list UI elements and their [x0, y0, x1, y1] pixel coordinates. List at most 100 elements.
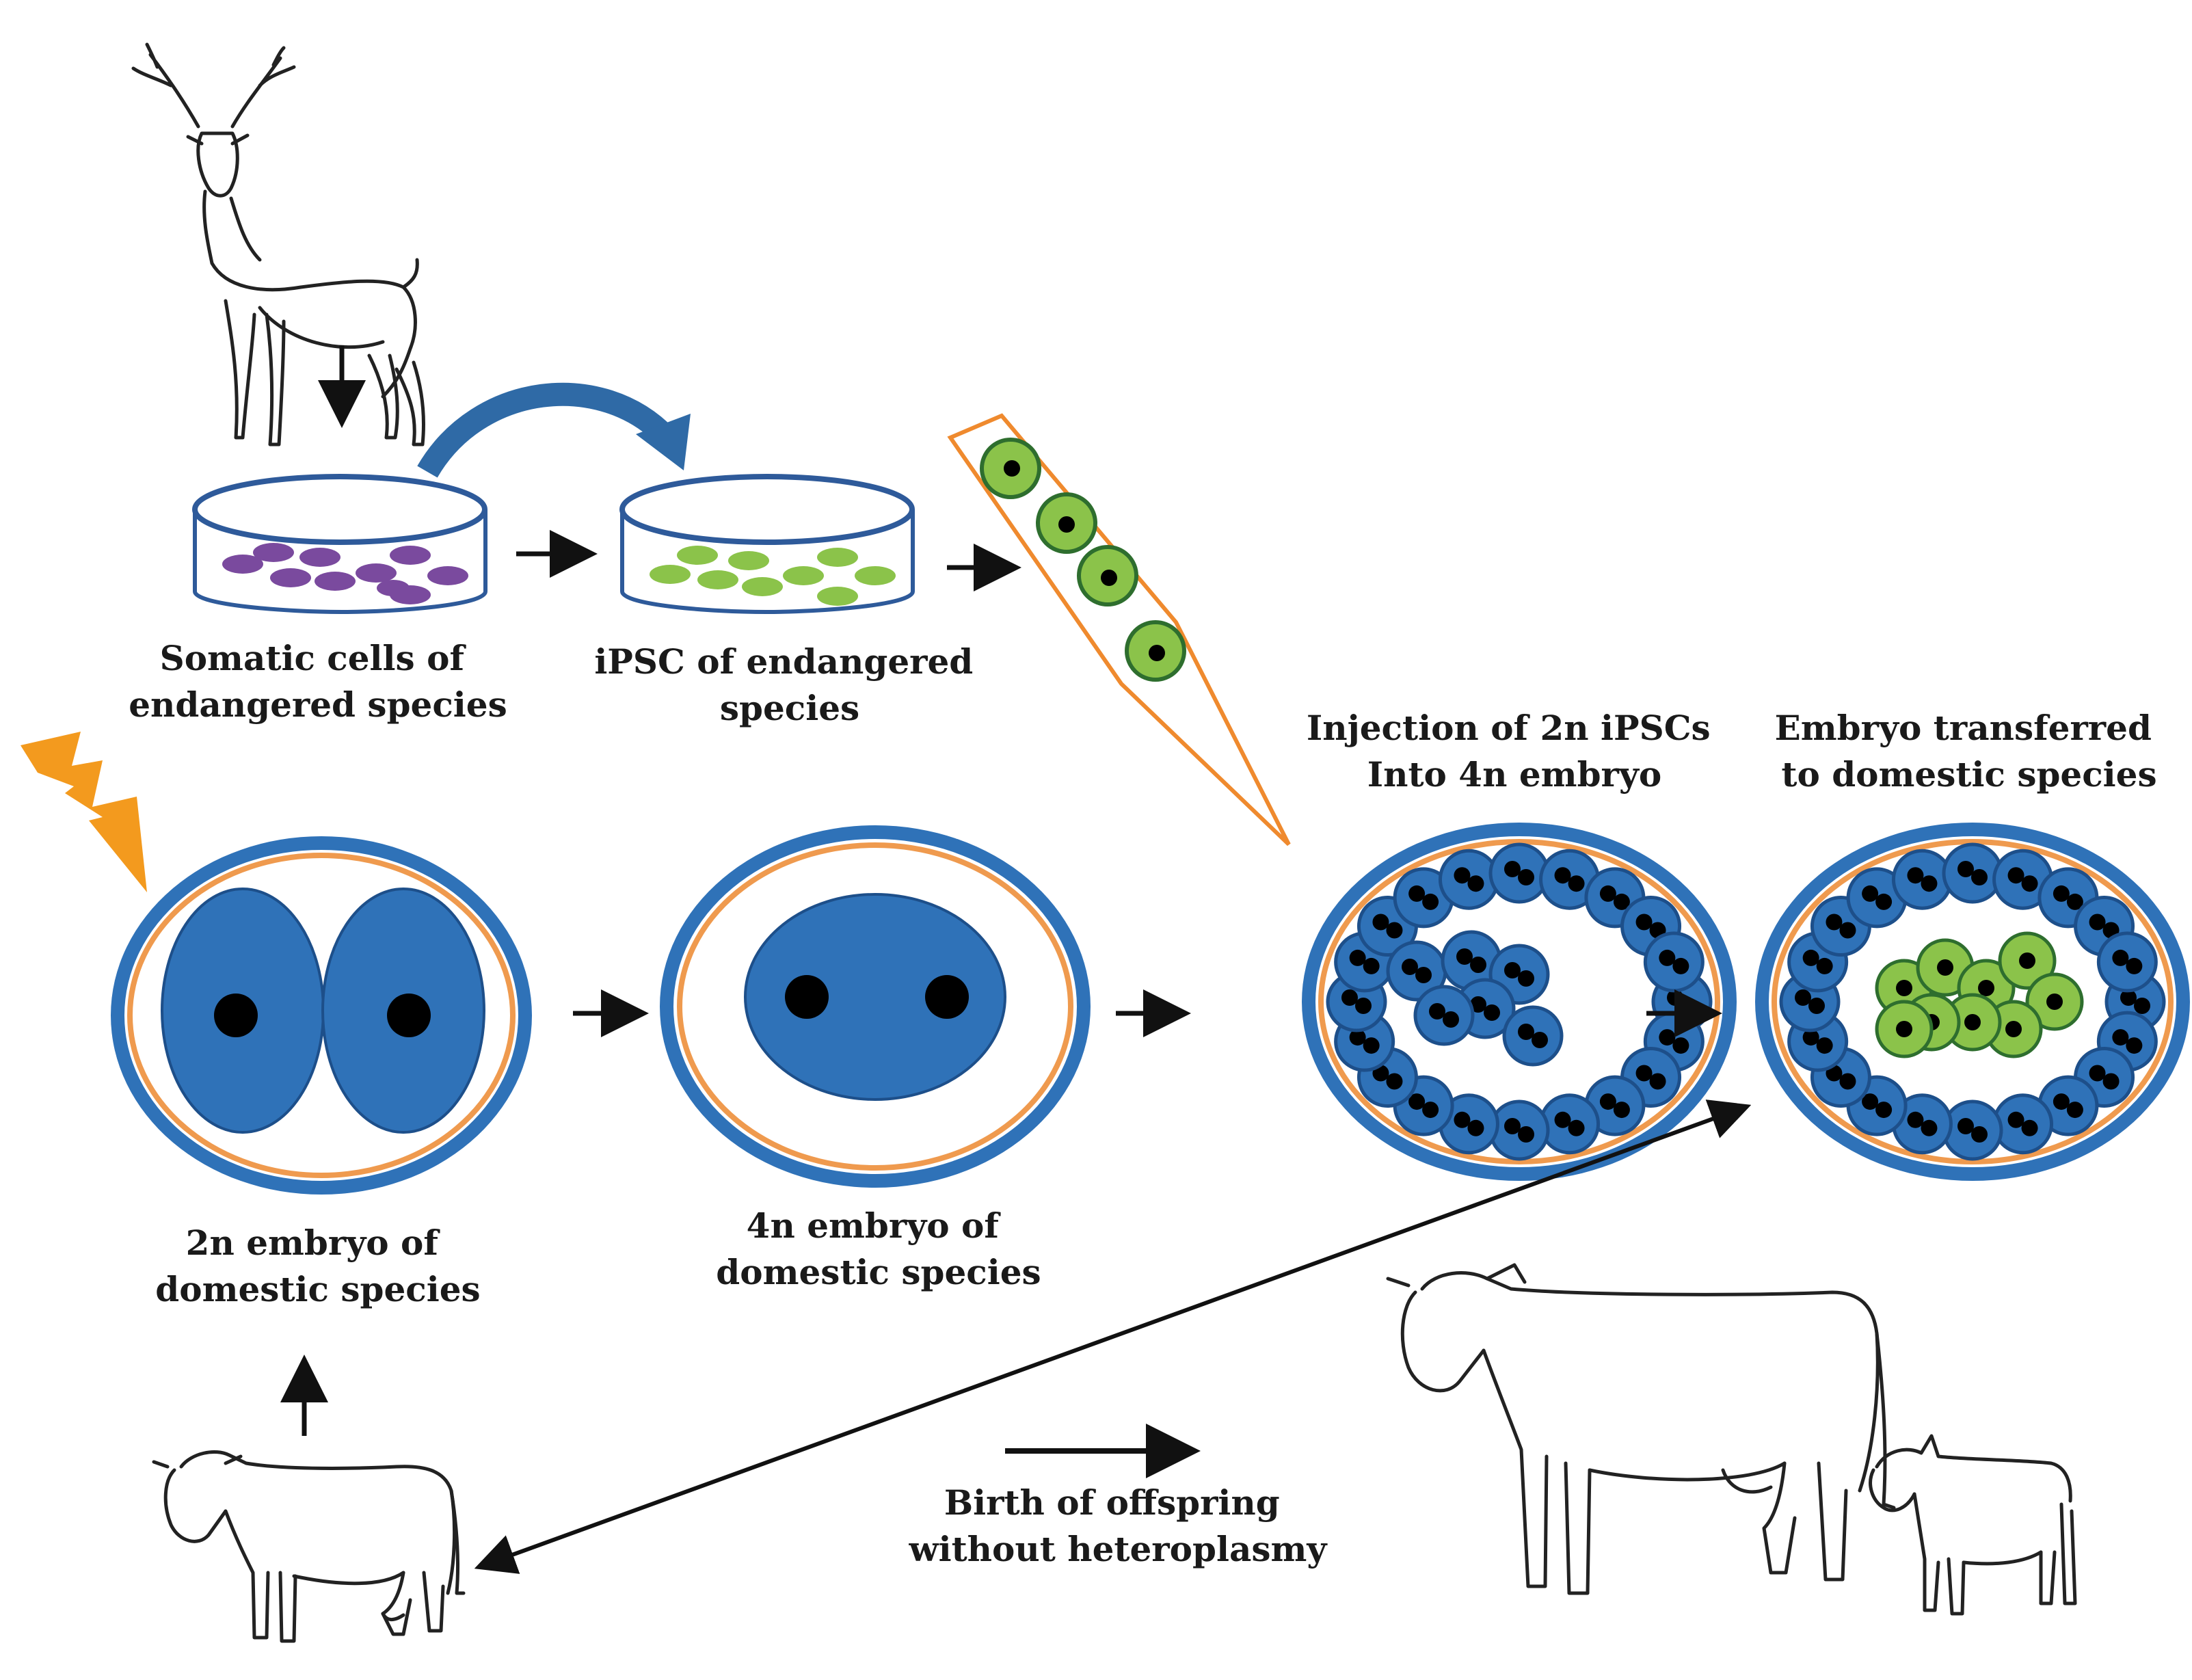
cell-nucleus	[1402, 959, 1418, 975]
cell-nucleus	[1454, 1111, 1471, 1128]
cell-nucleus	[1484, 1004, 1500, 1021]
cell-nucleus	[1504, 1118, 1521, 1134]
cell-nucleus	[1971, 1126, 1988, 1143]
embryo-4n	[660, 825, 1091, 1188]
embryo-injection	[1302, 823, 1737, 1181]
cell-nucleus	[1456, 948, 1473, 965]
cell-nucleus	[1470, 996, 1486, 1013]
blastomere-cells	[1779, 842, 2166, 1161]
cell-nucleus	[1635, 914, 1653, 931]
cell-nucleus	[2021, 1119, 2038, 1136]
cell-nucleus	[2053, 885, 2070, 902]
reprogramming-arc-arrow	[417, 382, 691, 478]
cell-nucleus	[1554, 1111, 1571, 1128]
cell-nucleus	[1862, 885, 1879, 902]
cell-nucleus	[2102, 1073, 2120, 1090]
cell-nucleus	[1599, 885, 1616, 902]
cell-nucleus	[1386, 1073, 1403, 1090]
pipette-icon	[947, 413, 1291, 846]
cell-nucleus	[1429, 1003, 1445, 1019]
cell-nucleus	[1422, 893, 1439, 910]
cell-nucleus	[1532, 1032, 1548, 1048]
label-2n-embryo: 2n embryo of domestic species	[155, 1223, 480, 1309]
cell-nucleus	[1839, 922, 1856, 939]
cell-nucleus	[1470, 957, 1486, 973]
cell-nucleus	[1635, 1065, 1653, 1082]
cell-nucleus	[1862, 1093, 1879, 1110]
ipsc-cells-in-embryo	[1875, 931, 2084, 1058]
cell-nucleus	[1907, 867, 1924, 884]
cell-nucleus	[2053, 1093, 2070, 1110]
cell-nucleus	[2120, 989, 2137, 1006]
cell-nucleus	[1957, 1118, 1974, 1134]
label-embryo-transferred: Embryo transferred to domestic species	[1775, 708, 2164, 795]
cell-nucleus	[1826, 914, 1843, 931]
cell-nucleus	[1386, 922, 1403, 939]
cell-nucleus	[1937, 959, 1953, 976]
embryo-chimera	[1755, 823, 2190, 1181]
cell-nucleus	[1672, 1037, 1689, 1054]
cell-nucleus	[2046, 994, 2063, 1010]
cell-nucleus	[1875, 893, 1893, 910]
cell-nucleus	[2019, 952, 2035, 969]
cell-nucleus	[1896, 1021, 1912, 1037]
cell-nucleus	[2066, 893, 2083, 910]
cell-nucleus	[1422, 1102, 1439, 1119]
pipette-ipsc-cells	[980, 438, 1186, 682]
cell-nucleus	[1349, 949, 1366, 966]
cell-nucleus	[1554, 867, 1571, 884]
cell-nucleus	[2112, 1029, 2129, 1046]
cell-nucleus	[1921, 875, 1938, 892]
label-ipsc: iPSC of endangered species	[594, 641, 985, 728]
lightning-icon	[21, 732, 147, 892]
cell-nucleus	[1613, 1102, 1630, 1119]
cell-nucleus	[1568, 875, 1585, 892]
cell-nucleus	[1341, 989, 1358, 1006]
cell-nucleus	[1795, 989, 1811, 1006]
cell-nucleus	[2089, 914, 2106, 931]
embryo-2n	[111, 836, 532, 1195]
petri-dish-icon	[192, 474, 487, 615]
label-4n-embryo: 4n embryo of domestic species	[716, 1205, 1041, 1292]
cell-nucleus	[1568, 1119, 1585, 1136]
petri-dish-icon	[619, 474, 915, 615]
label-somatic-cells: Somatic cells of endangered species	[129, 638, 507, 725]
cell-nucleus	[1518, 1126, 1534, 1143]
cell-nucleus	[1518, 1024, 1534, 1040]
cell-nucleus	[1363, 957, 1380, 974]
cell-nucleus	[1649, 1073, 1666, 1090]
cell-nucleus	[1372, 914, 1389, 931]
cell-nucleus	[1839, 1073, 1856, 1090]
cell-nucleus	[2089, 1065, 2106, 1082]
cell-nucleus	[2007, 1111, 2024, 1128]
arrow-transfer-to-cow	[474, 1099, 1752, 1574]
cell-nucleus	[2126, 1037, 2143, 1054]
cell-nucleus	[1957, 861, 1974, 877]
cell-nucleus	[1467, 875, 1484, 892]
cell-nucleus	[1921, 1119, 1938, 1136]
cell-nucleus	[1808, 998, 1825, 1014]
cell-nucleus	[1415, 967, 1432, 983]
cell-nucleus	[2005, 1021, 2022, 1037]
cell-nucleus	[1978, 980, 1994, 996]
cell-nucleus	[1454, 867, 1471, 884]
cell-nucleus	[1802, 949, 1819, 966]
cell-nucleus	[2126, 957, 2143, 974]
blastomere-cells	[1326, 842, 1713, 1161]
cell-nucleus	[1599, 1093, 1616, 1110]
cell-nucleus	[1355, 998, 1372, 1014]
cell-nucleus	[1896, 980, 1912, 996]
cell-nucleus	[1816, 1037, 1833, 1054]
cell-nucleus	[2007, 867, 2024, 884]
cell-nucleus	[1971, 869, 1988, 885]
cell-nucleus	[2021, 875, 2038, 892]
cell-nucleus	[1613, 893, 1630, 910]
cow-icon	[152, 1450, 466, 1643]
cell-nucleus	[1907, 1111, 1924, 1128]
cell-nucleus	[1518, 869, 1534, 885]
cell-nucleus	[1408, 885, 1426, 902]
cell-nucleus	[1363, 1037, 1380, 1054]
cell-nucleus	[2134, 998, 2150, 1014]
